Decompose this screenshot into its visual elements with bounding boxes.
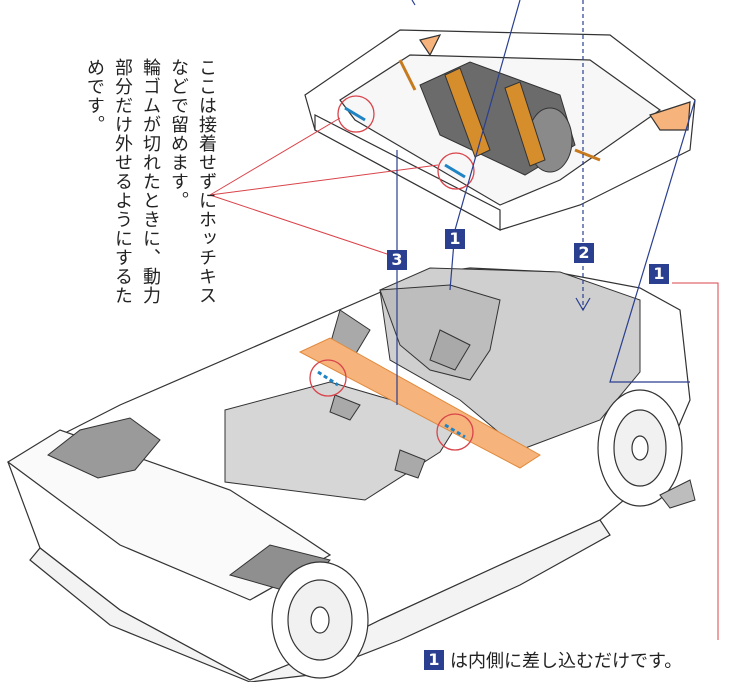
red-circle-body-left — [309, 359, 347, 397]
red-circle-tray-right — [437, 152, 475, 190]
front-tab — [47, 417, 161, 479]
tray-orange-corner-b — [419, 34, 442, 57]
glue-highlight-circles — [309, 95, 475, 451]
axle-rod — [398, 59, 601, 162]
guide-1-right — [609, 99, 696, 383]
tray-orange-corner-a — [649, 101, 691, 131]
red-leader-lines — [209, 117, 719, 640]
rubber-band-b — [504, 81, 546, 167]
motor-cylinder — [398, 59, 601, 176]
leader-to-bottom-note — [672, 282, 719, 640]
annotation-line-1: ここは接着せずにホッチキス — [196, 58, 217, 305]
annotation-line-5: めです。 — [84, 58, 105, 134]
assembly-guides — [396, 0, 696, 405]
glue-mark-body-right — [444, 423, 466, 439]
annotation-line-3: 輪ゴムが切れたときに、動力 — [140, 58, 161, 305]
glue-mark-left — [344, 106, 366, 122]
interior-compartment — [224, 267, 641, 501]
bottom-note-text: は内側に差し込むだけです。 — [450, 651, 683, 672]
bottom-note: 1 は内側に差し込むだけです。 — [424, 648, 682, 672]
side-fin — [659, 479, 696, 509]
annotation-line-2: などで留めます。 — [168, 58, 189, 210]
red-circle-body-right — [436, 413, 474, 451]
red-circle-tray-left — [337, 95, 375, 133]
glue-mark-right — [444, 163, 466, 179]
bottom-note-marker: 1 — [424, 650, 444, 670]
guide-arrow-2 — [575, 297, 591, 312]
marker-1-right: 1 — [649, 264, 669, 284]
car-side-skirt — [29, 519, 611, 682]
glue-strip — [298, 337, 541, 469]
annotation-line-4: 部分だけ外せるようにするた — [112, 58, 133, 305]
tray-glue-marks — [344, 106, 466, 179]
wheel-front — [597, 389, 683, 507]
glue-mark-body-left — [317, 370, 339, 387]
marker-2: 2 — [574, 243, 594, 263]
tray-front-face — [314, 114, 501, 232]
marker-3: 3 — [387, 250, 407, 270]
wheel-rear — [271, 561, 369, 679]
marker-1-left: 1 — [445, 229, 465, 249]
rubber-band-a — [444, 67, 491, 158]
body-glue-marks — [317, 370, 466, 439]
